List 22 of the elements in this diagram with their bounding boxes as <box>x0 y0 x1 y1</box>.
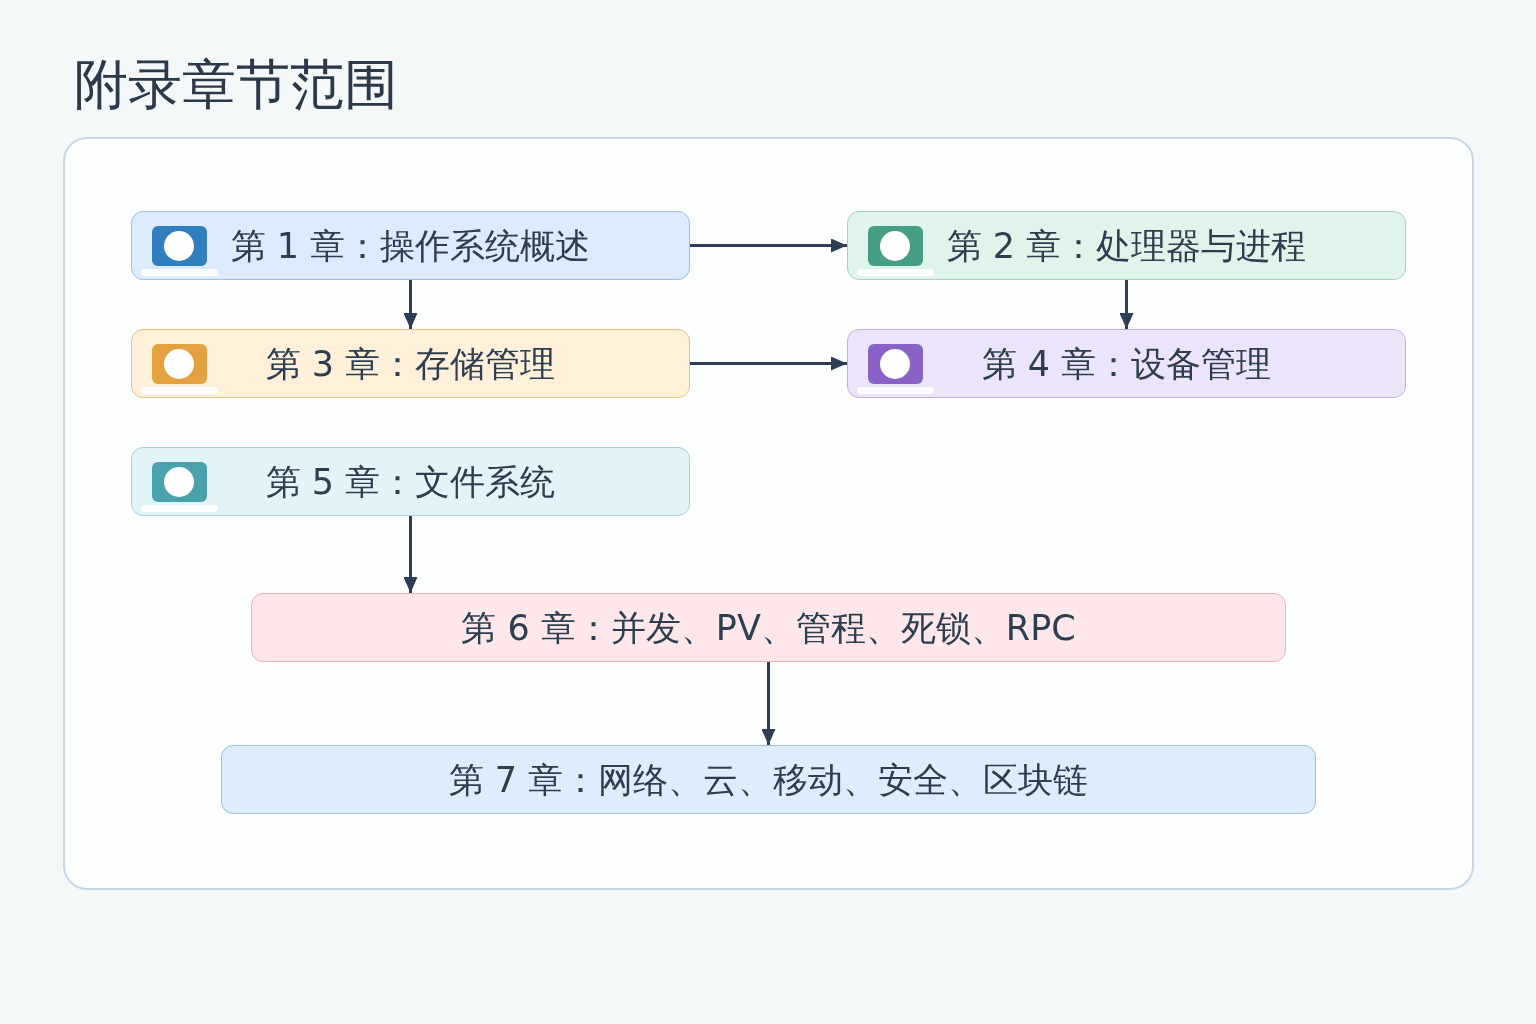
chapter-box <box>251 593 1286 662</box>
chapter-box <box>131 211 690 280</box>
chapter-title: 第 6 章：并发、PV、管程、死锁、RPC <box>461 606 1076 649</box>
chapter-title: 第 1 章：操作系统概述 <box>230 224 591 267</box>
chapter-title: 第 7 章：网络、云、移动、安全、区块链 <box>448 758 1089 801</box>
chapter-box <box>221 745 1316 814</box>
chapter-box <box>131 447 690 516</box>
chapter-title: 第 4 章：设备管理 <box>981 342 1272 385</box>
chapter-title: 第 3 章：存储管理 <box>265 342 556 385</box>
arrow <box>761 662 776 745</box>
diagram-title: 附录章节范围 <box>74 52 398 118</box>
arrow <box>403 280 418 329</box>
chapter-box <box>847 329 1406 398</box>
arrow <box>403 516 418 593</box>
chapter-title: 第 5 章：文件系统 <box>265 460 556 503</box>
chapter-box <box>131 329 690 398</box>
chapter-title: 第 2 章：处理器与进程 <box>946 224 1307 267</box>
diagram-panel <box>63 137 1474 890</box>
arrow <box>690 238 847 253</box>
chapter-box <box>847 211 1406 280</box>
arrow <box>690 356 847 371</box>
arrow <box>1119 280 1134 329</box>
